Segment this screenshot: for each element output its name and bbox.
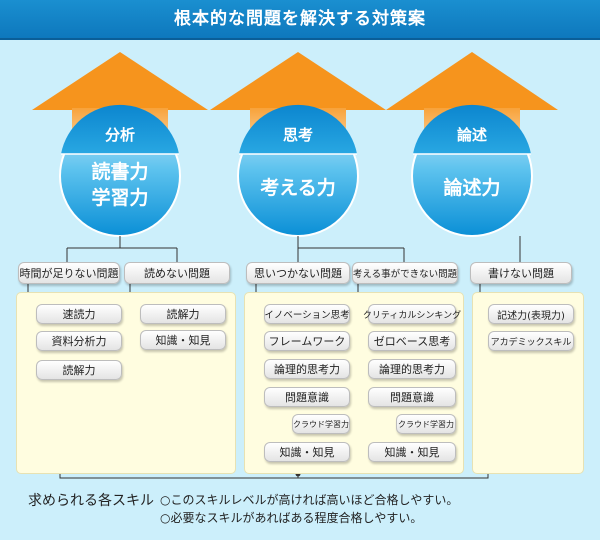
skill-critical-thinking: クリティカルシンキング [363,304,461,324]
problem-writing: 書けない問題 [470,262,572,284]
skill-knowledge: 知識・知見 [368,442,456,462]
skill-speed-reading: 速読力 [36,304,122,324]
big-label-learning: 学習力 [91,187,149,209]
skill-knowledge: 知識・知見 [140,330,226,350]
skill-problem-awareness: 問題意識 [264,387,350,407]
skill-reading-comprehension: 読解力 [36,360,122,380]
skill-knowledge: 知識・知見 [264,442,350,462]
category-thinking: 思考 [282,126,313,144]
problem-ideas: 思いつかない問題 [246,262,350,284]
category-analysis: 分析 [104,126,135,144]
footer-label: 求められる各スキル [28,493,154,509]
skill-cloud-learning: クラウド学習力 [292,414,350,434]
footer-note-1: ○このスキルレベルが高ければ高いほど合格しやすい。 [160,493,459,507]
problem-thinking: 考える事ができない問題 [352,262,458,284]
big-label-writing: 論述力 [443,177,501,199]
skill-logical-thinking: 論理的思考力 [368,359,456,379]
skill-zero-based-thinking: ゼロベース思考 [368,331,456,351]
category-writing: 論述 [456,126,487,144]
circle-thinking [237,104,359,237]
skill-cloud-learning: クラウド学習力 [396,414,456,434]
skill-document-analysis: 資料分析力 [36,331,122,351]
page-title: 根本的な問題を解決する対策案 [174,9,426,29]
skill-innovation-thinking: イノベーション思考 [264,304,350,324]
skill-problem-awareness: 問題意識 [368,387,456,407]
skill-logical-thinking: 論理的思考力 [264,359,350,379]
skill-reading-comprehension: 読解力 [140,304,226,324]
problem-time: 時間が足りない問題 [18,262,120,284]
skill-academic-skills: アカデミックスキル [488,331,574,351]
problem-reading: 読めない問題 [124,262,230,284]
skill-descriptive-writing: 記述力(表現力) [488,304,574,324]
skill-framework: フレームワーク [264,331,350,351]
big-label-reading: 読書力 [91,161,149,183]
big-label-thinking: 考える力 [260,177,336,199]
title-bar [0,0,600,40]
circle-writing [411,104,533,237]
footer-note-2: ○必要なスキルがあればある程度合格しやすい。 [160,511,423,525]
